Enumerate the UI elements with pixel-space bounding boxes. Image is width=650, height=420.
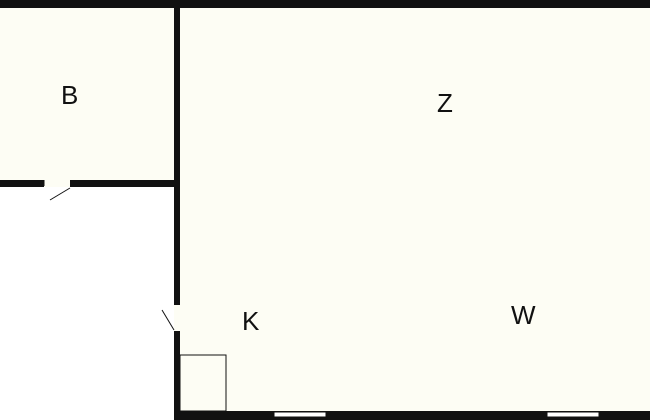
bottom-wall (174, 411, 650, 420)
room-label-b: B (61, 80, 78, 110)
room-k-door-gap (174, 305, 180, 331)
room-k-door-leaf (161, 309, 175, 331)
top-wall (0, 0, 650, 8)
room-b-door-leaf (49, 187, 71, 201)
room-main-floor (180, 8, 650, 412)
window-left (273, 411, 327, 418)
window-right (546, 411, 600, 418)
room-label-w: W (511, 300, 536, 330)
room-label-z: Z (437, 88, 453, 118)
room-b-floor (0, 8, 176, 181)
room-b-bottom-wall (0, 180, 180, 187)
room-b-door-gap (44, 180, 70, 187)
room-label-k: K (242, 306, 260, 336)
center-vertical-wall (174, 8, 180, 412)
kitchen-counter (179, 354, 227, 412)
